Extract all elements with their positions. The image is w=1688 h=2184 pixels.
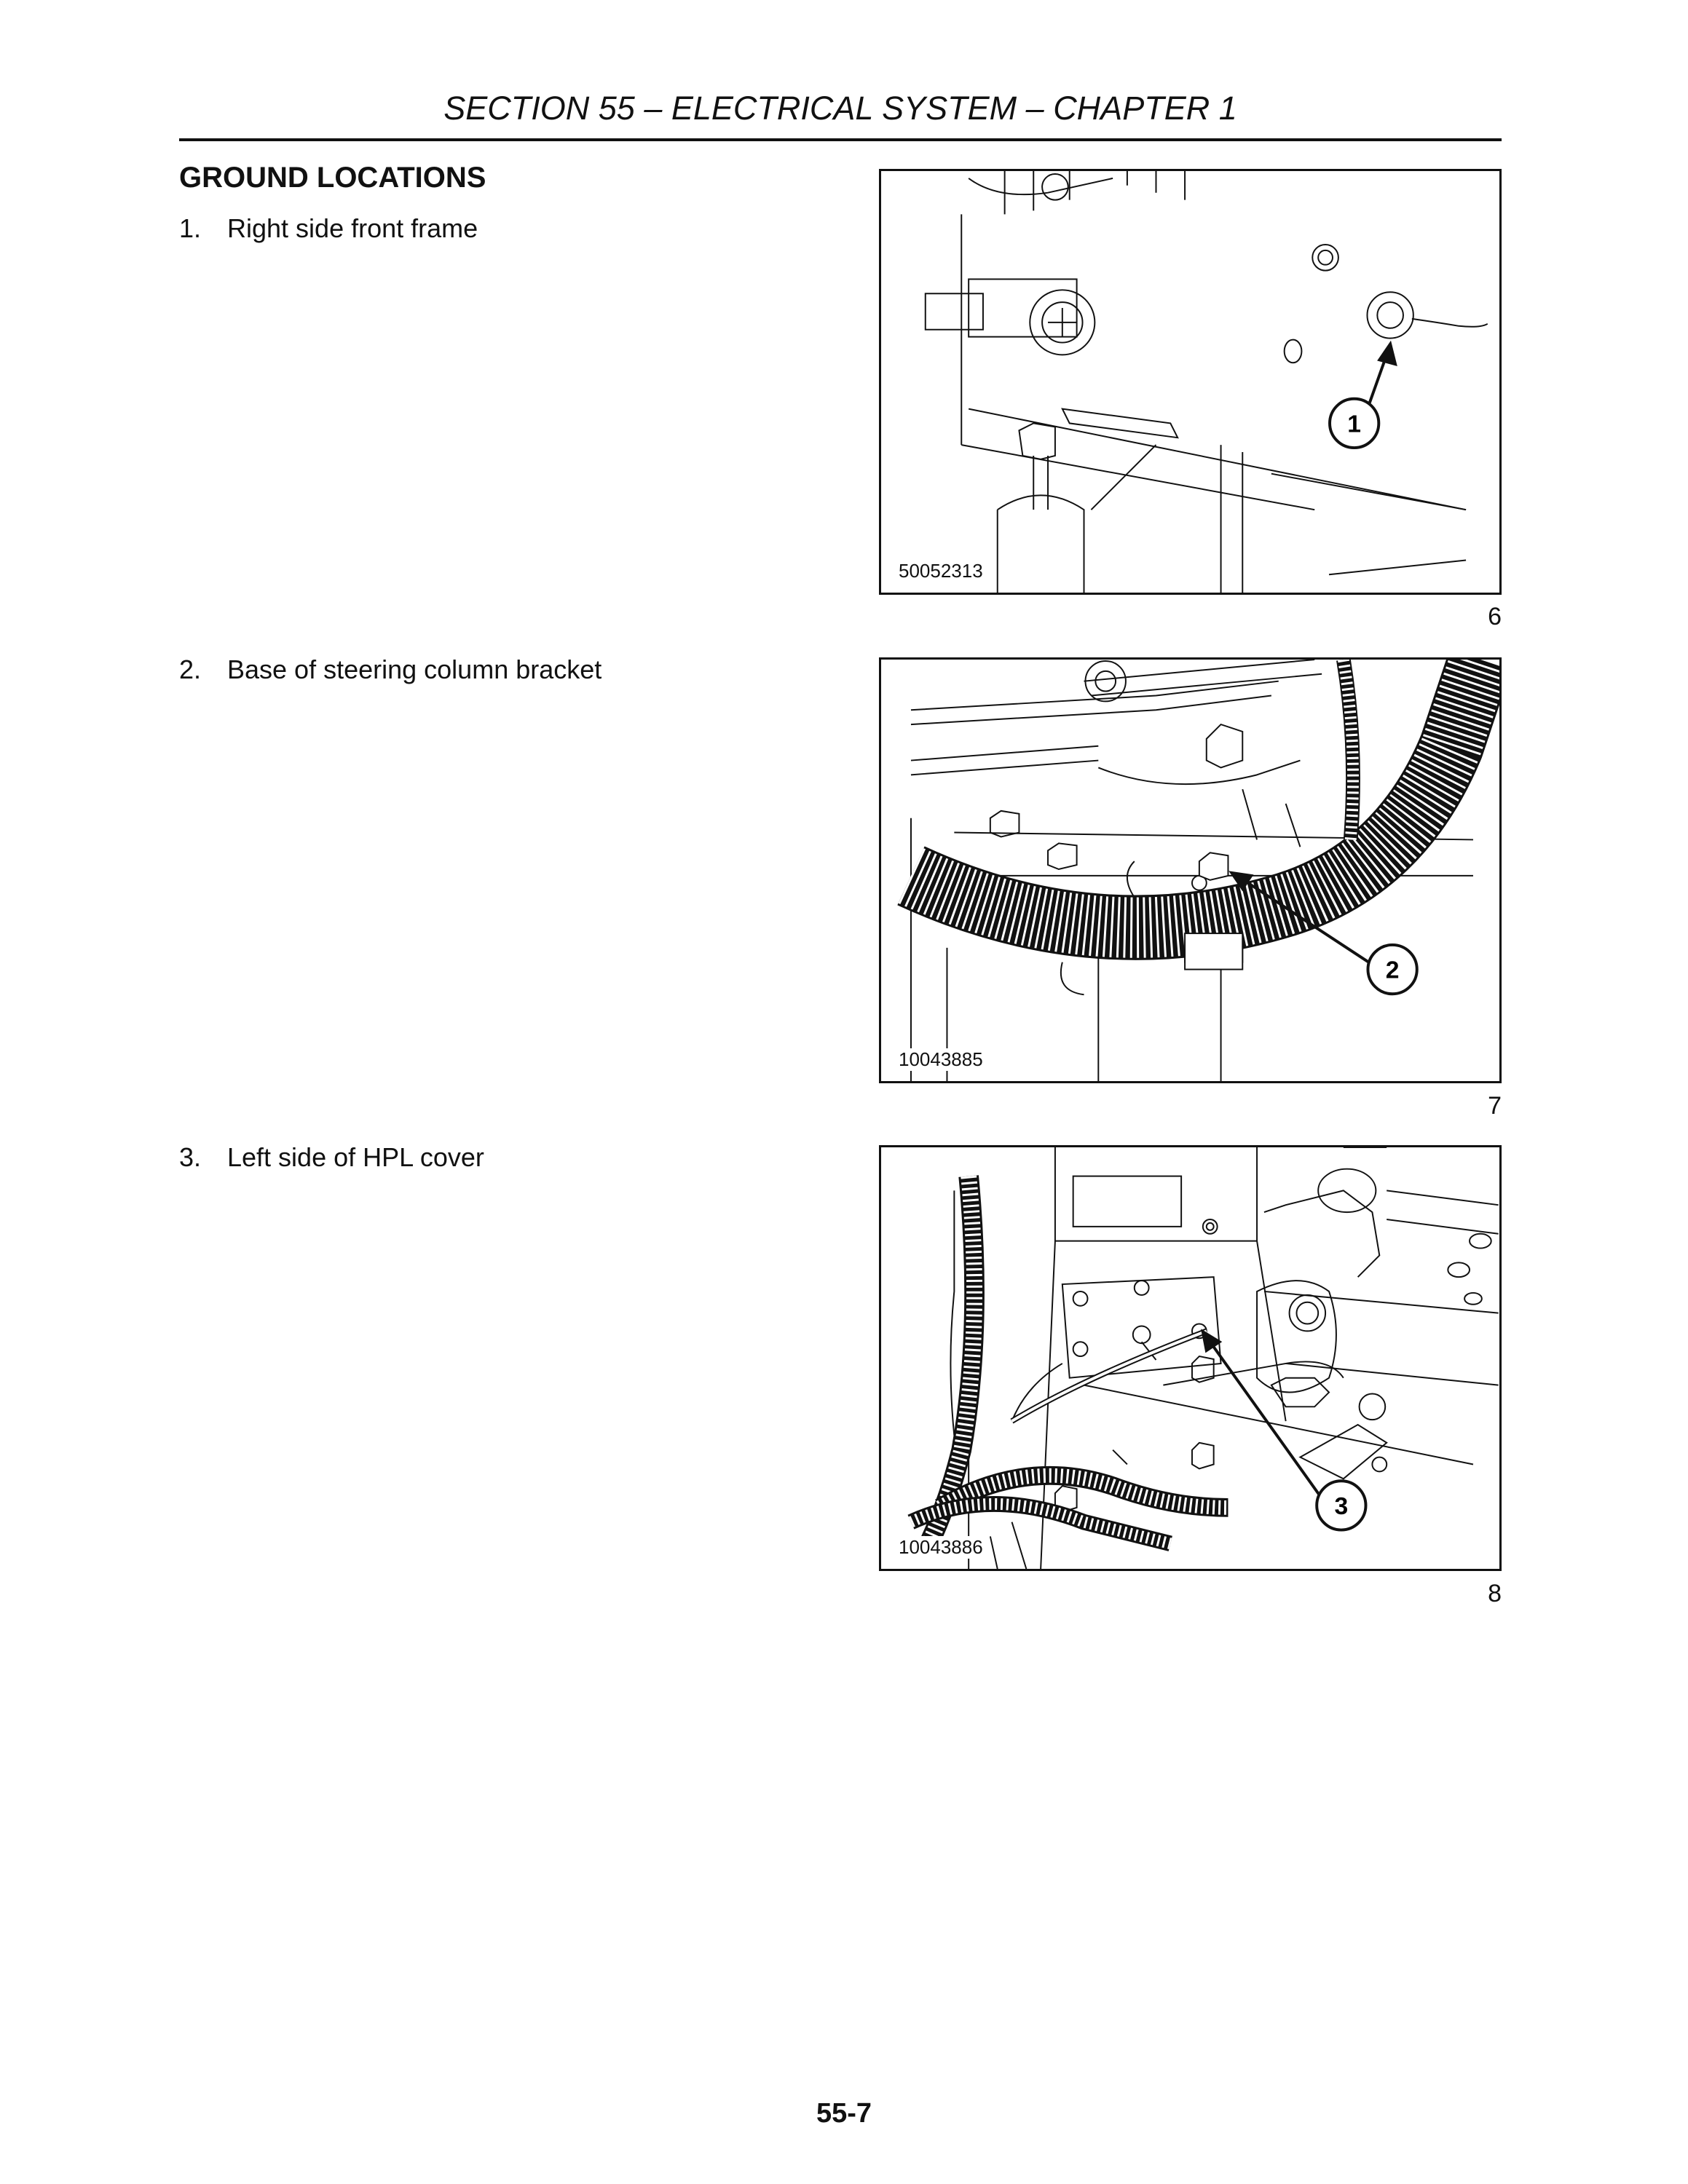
illustration-frame-ground: 1 — [924, 171, 1488, 593]
item-number: 3. — [179, 1142, 202, 1172]
figure-code: 10043886 — [896, 1536, 986, 1559]
list-item: 2. Base of steering column bracket — [179, 654, 602, 686]
list-item: 1. Right side front frame — [179, 213, 478, 245]
figure-steering-column-bracket: 2 10043885 — [879, 657, 1502, 1083]
item-text: Right side front frame — [227, 213, 478, 243]
figure-right-side-front-frame: 1 50052313 — [879, 169, 1502, 595]
illustration-hpl-cover-ground: 3 — [907, 1147, 1499, 1569]
figure-code: 50052313 — [896, 560, 986, 582]
callout-label: 1 — [1347, 411, 1361, 438]
item-number: 2. — [179, 654, 202, 684]
callout-label: 3 — [1334, 1493, 1348, 1520]
list-item: 3. Left side of HPL cover — [179, 1142, 484, 1174]
callout-circle — [1315, 1479, 1368, 1532]
callout-circle — [1328, 397, 1381, 450]
callout-arrow — [1362, 340, 1397, 421]
figure-number: 7 — [1488, 1092, 1502, 1120]
header-title: SECTION 55 – ELECTRICAL SYSTEM – CHAPTER… — [443, 90, 1237, 127]
section-heading: GROUND LOCATIONS — [179, 162, 486, 194]
figure-code: 10043885 — [896, 1048, 986, 1071]
page-number: 55-7 — [816, 2098, 872, 2129]
figure-hpl-cover: 3 10043886 — [879, 1145, 1502, 1571]
item-text: Base of steering column bracket — [227, 654, 602, 684]
callout-arrow — [1201, 1329, 1325, 1502]
figure-number: 6 — [1488, 603, 1502, 630]
illustration-steering-bracket-ground: 2 — [897, 660, 1499, 1081]
callout-arrow — [1228, 871, 1370, 964]
item-text: Left side of HPL cover — [227, 1142, 484, 1172]
page-header: SECTION 55 – ELECTRICAL SYSTEM – CHAPTER… — [179, 86, 1502, 141]
callout-label: 2 — [1386, 957, 1400, 984]
callout-circle — [1366, 943, 1419, 996]
figure-number: 8 — [1488, 1580, 1502, 1607]
item-number: 1. — [179, 213, 202, 243]
